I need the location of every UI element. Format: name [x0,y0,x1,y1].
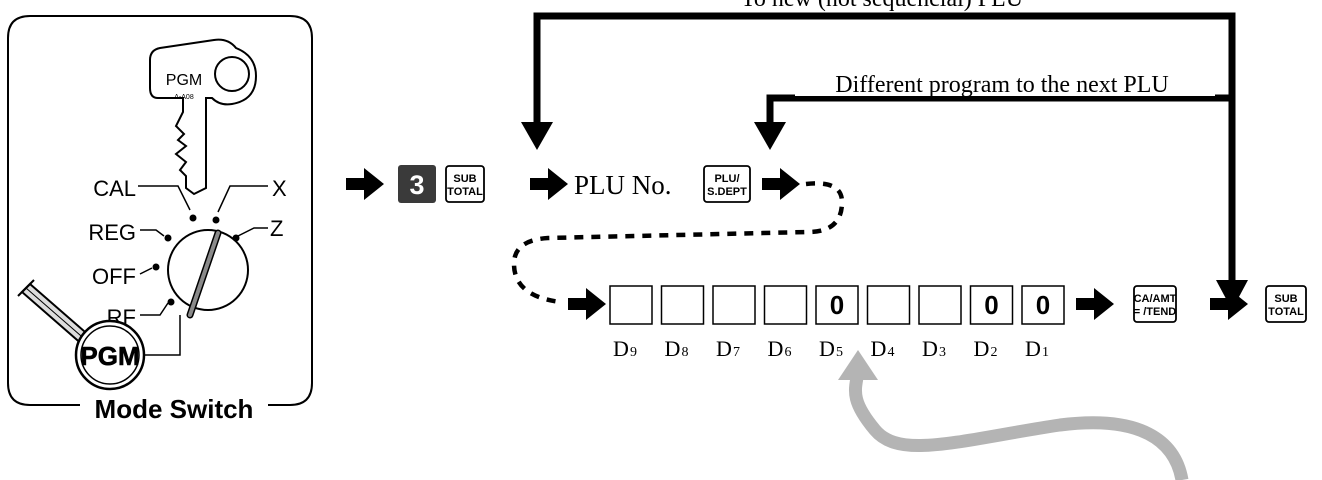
digit-box-value: 0 [830,290,844,320]
loop-top-label: To new (not sequencial) PLU [741,0,1023,12]
plu-key-line2: S.DEPT [707,186,747,198]
arrow-right-icon [1076,288,1114,320]
mode-pos-cal: CAL [93,176,136,201]
subtotal-key-final-line2: TOTAL [1268,306,1304,318]
mode-pos-reg: REG [88,220,136,245]
mode-switch-title: Mode Switch [95,394,254,424]
digit-position-label: D9 [613,336,637,361]
digit-box [763,285,808,325]
ca-amt-key-line2: = /TEND [1134,306,1177,318]
subtotal-key-final-line1: SUB [1274,293,1297,305]
digit-position-label: D7 [716,336,740,361]
loop-arrowheads [521,122,1248,310]
mode-pos-x: X [272,176,287,201]
subtotal-key[interactable]: SUB TOTAL [445,165,485,203]
digit-boxes: 0 0 0 [609,285,1065,325]
arrow-right-icon [568,288,606,320]
digit-box: 0 [1021,285,1065,325]
subtotal-key-final[interactable]: SUB TOTAL [1265,285,1307,323]
digit-box [660,285,705,325]
digit-box-value: 0 [1036,290,1050,320]
digit-position-label: D8 [665,336,689,361]
digit-box [918,285,962,325]
key-3-label: 3 [409,170,424,200]
subtotal-key-line2: TOTAL [447,186,483,198]
digit-labels: D9 D8 D7 D6 D5 D4 D3 D2 D1 [613,336,1049,361]
digit-position-label: D3 [922,336,946,361]
mode-positions [138,185,268,316]
pgm-badge [74,319,146,391]
digit-box [866,285,911,325]
key-3[interactable]: 3 [398,165,436,203]
digit-position-label: D1 [1025,336,1049,361]
digit-position-label: D5 [819,336,843,361]
loop-mid-label: Different program to the next PLU [835,72,1168,98]
key-label: PGM [166,72,202,89]
arrow-right-icon [1210,288,1248,320]
arrow-right-icon [762,168,800,200]
mode-pos-z: Z [270,216,283,241]
key-icon [149,38,258,196]
digit-box [712,285,756,325]
sequence-arrows [346,168,1248,320]
ca-amt-tend-key[interactable]: CA/AMT = /TEND [1133,285,1177,323]
arrow-right-icon [346,168,384,200]
pgm-badge-label: PGM [80,341,139,371]
digit-box: 0 [815,285,859,325]
subtotal-key-line1: SUB [453,173,476,185]
digit-box [609,285,653,325]
ca-amt-key-line1: CA/AMT [1134,293,1177,305]
digit-box: 0 [969,285,1014,325]
key-code: A-A08 [174,94,194,101]
digit-position-label: D2 [974,336,998,361]
mode-pos-off: OFF [92,264,136,289]
loop-lines [533,12,1236,284]
dashed-connector [511,181,845,305]
mode-switch-panel: Mode Switch PGM A-A08 CAL [7,15,313,424]
digit-position-label: D4 [871,336,895,361]
plu-no-text: PLU No. [574,170,672,200]
plu-key-line1: PLU/ [714,173,739,185]
arrow-right-icon [530,168,568,200]
gray-curved-arrow [838,350,1189,480]
digit-box-value: 0 [984,290,998,320]
plu-sdept-key[interactable]: PLU/ S.DEPT [703,165,751,203]
digit-position-label: D6 [768,336,792,361]
